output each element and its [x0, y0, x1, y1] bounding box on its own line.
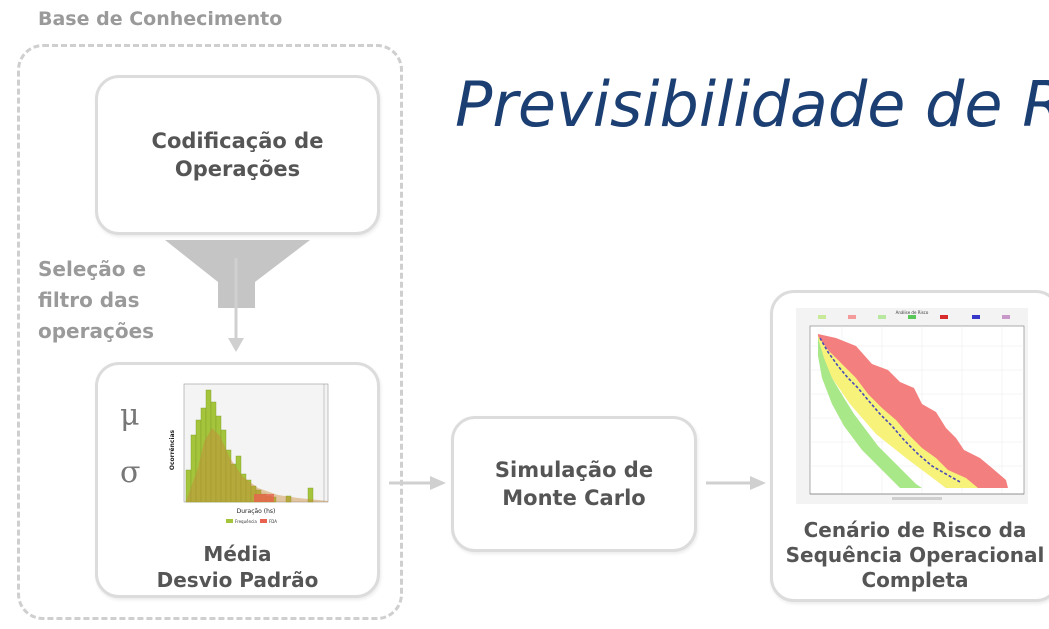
coding-line-1: Codificação de	[151, 129, 324, 153]
simulation-line-1: Simulação de	[494, 458, 654, 482]
risk-median-line	[819, 337, 961, 483]
histogram-legend-1: Frequência	[235, 519, 257, 524]
risk-band-red	[818, 334, 1008, 488]
sigma-symbol: σ	[120, 455, 141, 490]
histogram-y-label: Ocorrências	[169, 429, 176, 470]
histogram-legend-2: FDA	[269, 519, 277, 524]
risk-band-green	[818, 338, 922, 488]
filter-arrow-head	[228, 338, 244, 352]
coding-line-2: Operações	[174, 157, 301, 181]
scenario-line-3: Completa	[861, 568, 969, 592]
arrow-to-simulation-head	[430, 476, 446, 490]
knowledge-base-group	[17, 44, 403, 620]
histogram-thumbnail: Ocorrências Duração (hs) Frequência FDA	[168, 380, 348, 530]
risk-scenario-caption: Cenário de Risco da Sequência Operaciona…	[770, 518, 1049, 593]
slide-title: Previsibilidade de R	[455, 68, 1049, 141]
scenario-line-2: Sequência Operacional	[785, 543, 1045, 567]
fda-overlay	[186, 428, 328, 502]
filter-label: Seleção e filtro das operações	[38, 254, 154, 347]
filter-label-line-2: filtro das	[38, 288, 140, 312]
monte-carlo-box: Simulação de Monte Carlo	[451, 416, 697, 552]
histogram-x-label: Duração (hs)	[237, 508, 276, 515]
statistics-caption: Média Desvio Padrão	[95, 541, 380, 593]
filter-label-line-1: Seleção e	[38, 257, 147, 281]
simulation-line-2: Monte Carlo	[502, 486, 646, 510]
risk-chart-legend	[818, 315, 1010, 319]
arrow-to-scenario-head	[750, 476, 766, 490]
knowledge-base-title: Base de Conhecimento	[38, 8, 283, 30]
mu-symbol: μ	[120, 398, 140, 433]
coding-operations-box: Codificação de Operações	[95, 75, 380, 235]
histogram-tail	[254, 494, 274, 502]
risk-chart-title: Análise de Risco	[896, 310, 929, 315]
stats-line-2: Desvio Padrão	[156, 568, 319, 592]
risk-chart-thumbnail: Análise de Risco	[796, 308, 1028, 504]
scenario-line-1: Cenário de Risco da	[803, 518, 1027, 542]
stats-line-1: Média	[203, 542, 272, 566]
filter-label-line-3: operações	[38, 319, 155, 343]
